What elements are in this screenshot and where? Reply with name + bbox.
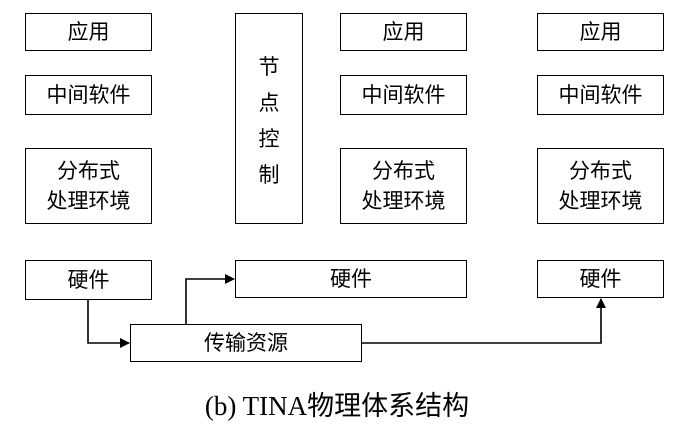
hardware-box-3: 硬件 <box>537 260 664 298</box>
distributed-env-box-3: 分布式 处理环境 <box>537 148 664 224</box>
hardware-box-2: 硬件 <box>235 260 467 298</box>
distributed-env-box-2: 分布式 处理环境 <box>340 148 467 224</box>
node-control-char-3: 控 <box>258 126 280 151</box>
connector-transport-to-hw2 <box>185 274 235 324</box>
hardware-box-1: 硬件 <box>25 260 152 300</box>
node-control-char-4: 制 <box>258 162 280 187</box>
node-control-box: 节 点 控 制 <box>235 13 303 224</box>
middleware-box-1: 中间软件 <box>25 75 152 115</box>
connector-transport-to-hw3 <box>362 298 606 344</box>
connector-hw1-to-transport <box>87 300 130 348</box>
distributed-env-box-1: 分布式 处理环境 <box>25 148 152 224</box>
app-box-1: 应用 <box>25 13 152 51</box>
middleware-box-2: 中间软件 <box>340 75 467 115</box>
node-control-char-2: 点 <box>258 90 280 115</box>
node-control-char-1: 节 <box>258 54 280 79</box>
figure-caption: (b) TINA物理体系结构 <box>204 391 470 421</box>
transport-resource-box: 传输资源 <box>130 324 362 362</box>
app-box-3: 应用 <box>537 13 664 51</box>
app-box-2: 应用 <box>340 13 467 51</box>
middleware-box-3: 中间软件 <box>537 75 664 115</box>
